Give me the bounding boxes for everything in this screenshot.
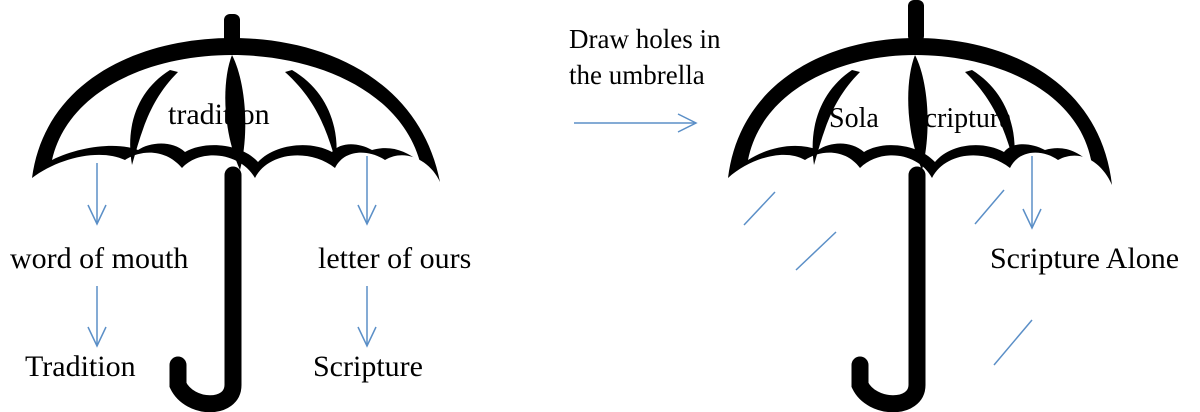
label-scripture-alone: Scripture Alone xyxy=(990,244,1179,274)
label-word-of-mouth: word of mouth xyxy=(10,244,188,274)
label-scripture: Scripture xyxy=(313,352,423,382)
instruction-line-2: the umbrella xyxy=(569,62,705,89)
arrow-down xyxy=(358,286,376,346)
arrow-down xyxy=(358,156,376,224)
umbrella-label-sola: Sola xyxy=(829,105,879,133)
arrow-down xyxy=(88,286,106,346)
rain-line xyxy=(975,190,1004,224)
label-letter-of-ours: letter of ours xyxy=(318,244,471,274)
label-tradition: Tradition xyxy=(25,352,136,382)
instruction-line-1: Draw holes in xyxy=(569,26,720,53)
arrow-down xyxy=(88,163,106,224)
umbrella-label-tradition: tradition xyxy=(168,100,270,130)
umbrella-label-scriptura: Scriptura xyxy=(909,105,1012,133)
rain-line xyxy=(796,232,836,270)
arrow-down xyxy=(1023,156,1041,228)
rain-line xyxy=(744,192,775,225)
arrow-right xyxy=(574,114,696,132)
rain-line xyxy=(994,320,1032,365)
